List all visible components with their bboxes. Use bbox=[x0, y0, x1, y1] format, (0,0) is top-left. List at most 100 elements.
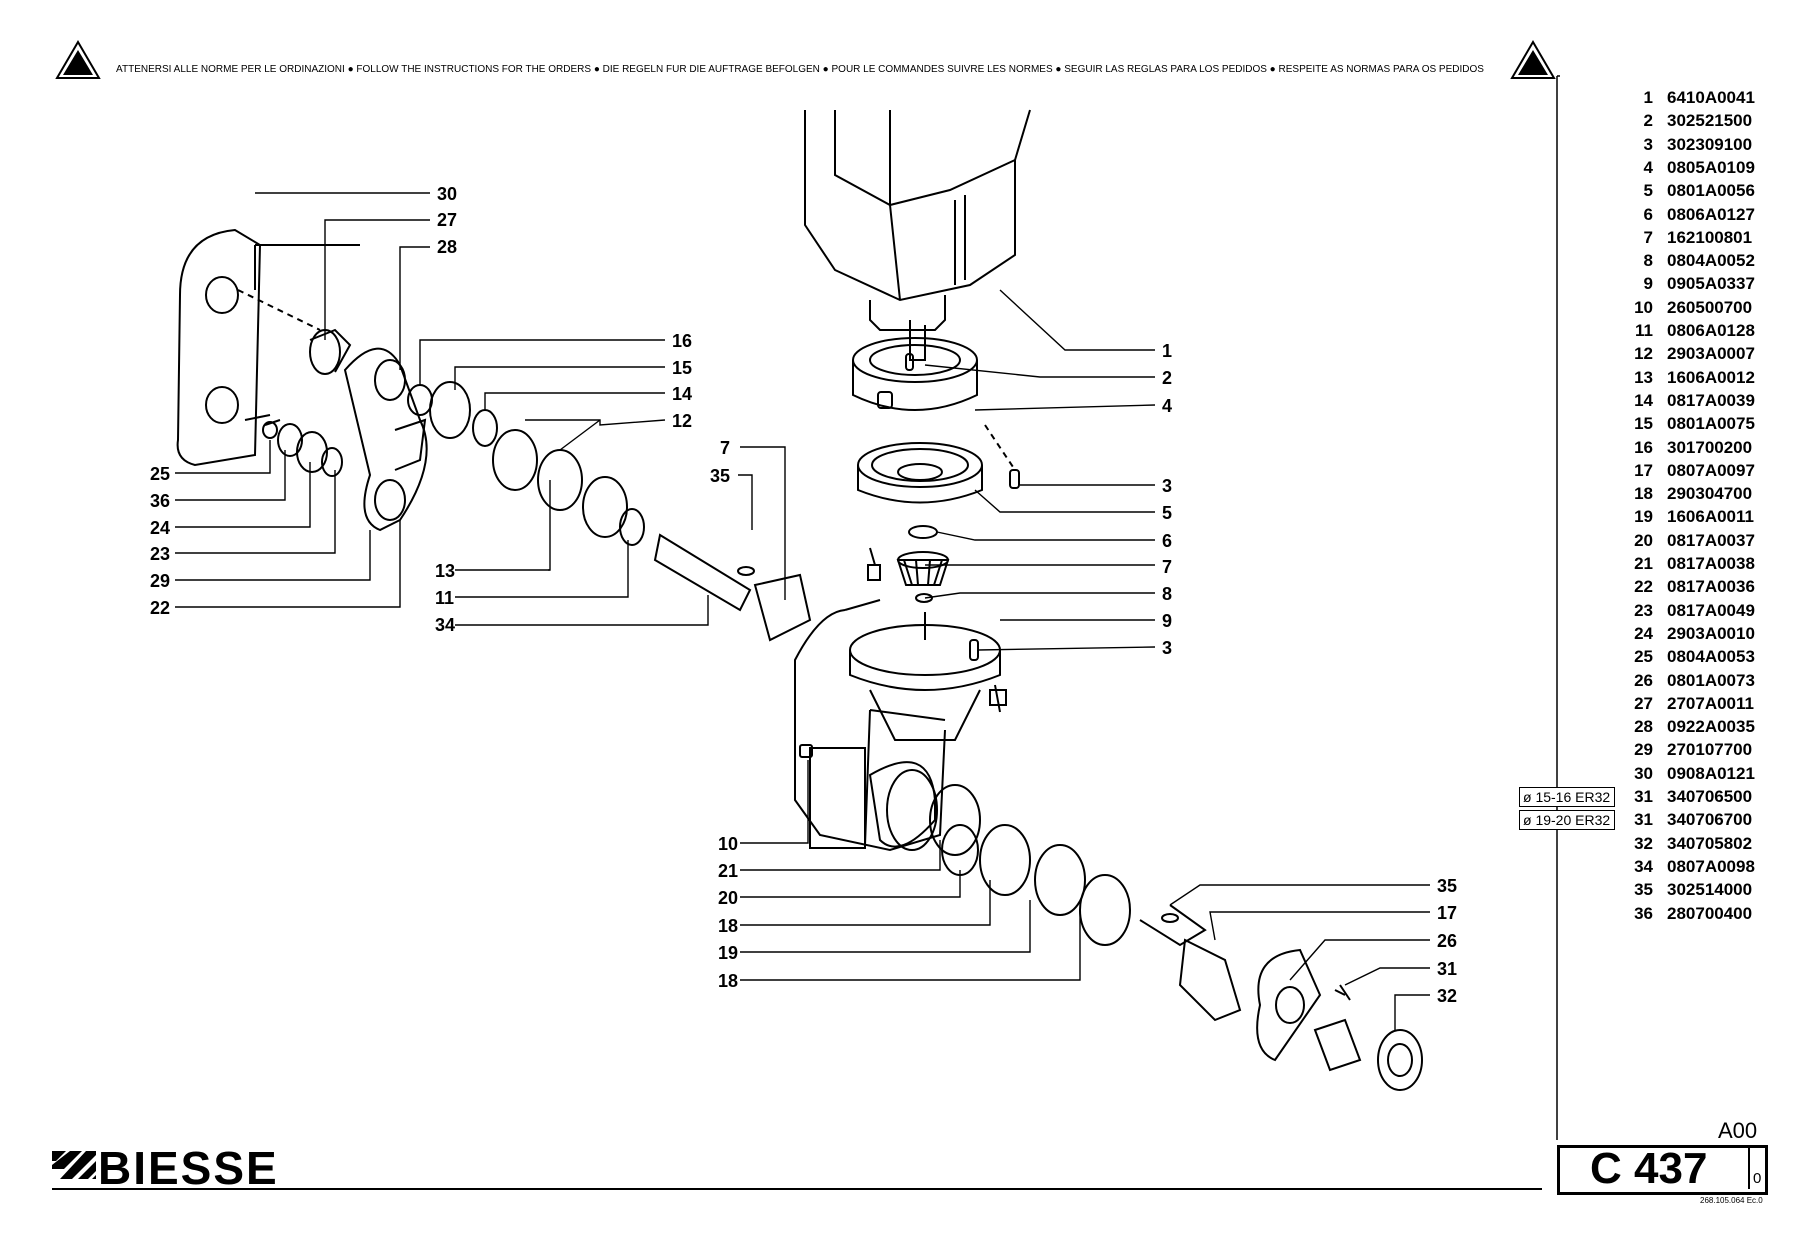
part-position: 10 bbox=[1634, 297, 1653, 317]
part-number: 270107700 bbox=[1667, 740, 1753, 760]
callout: 3 bbox=[1162, 638, 1172, 658]
part-number: 0807A0098 bbox=[1667, 856, 1755, 876]
callout: 5 bbox=[1162, 503, 1172, 523]
part-position: 7 bbox=[1643, 227, 1653, 247]
callout: 34 bbox=[435, 615, 455, 635]
exploded-view-drawing: 30 27 28 25 36 24 23 29 22 16 15 14 12 7… bbox=[150, 75, 1560, 1140]
parts-row: 23 0817A0049 bbox=[1557, 601, 1800, 623]
output-bearing-stack bbox=[929, 784, 1423, 1091]
part-position: 29 bbox=[1634, 740, 1653, 760]
part-position: 9 bbox=[1643, 274, 1653, 294]
part-variant-tag: ø 19-20 ER32 bbox=[1519, 810, 1615, 831]
part-number: 2903A0007 bbox=[1667, 344, 1755, 364]
part-position: 22 bbox=[1634, 577, 1653, 597]
part-number: 0806A0128 bbox=[1667, 321, 1755, 340]
part-number: 340706700 bbox=[1667, 810, 1753, 830]
callout: 6 bbox=[1162, 531, 1172, 551]
part-position: 24 bbox=[1634, 623, 1653, 643]
parts-row: 24 2903A0010 bbox=[1557, 624, 1800, 646]
callout: 14 bbox=[672, 384, 692, 404]
part-number: 302521500 bbox=[1667, 111, 1753, 131]
part-number: 280700400 bbox=[1667, 903, 1753, 923]
part-number: 2707A0011 bbox=[1667, 693, 1754, 713]
part-position: 6 bbox=[1643, 204, 1653, 224]
part-number: 0804A0053 bbox=[1667, 647, 1755, 667]
bevel-gear-upper bbox=[867, 525, 950, 603]
callout: 4 bbox=[1162, 396, 1172, 416]
table-code-box: C 437 bbox=[1557, 1144, 1768, 1195]
part-number: 0805A0109 bbox=[1667, 157, 1755, 177]
part-position: 12 bbox=[1634, 344, 1653, 364]
document-number: 268.105.064 Ec.0 bbox=[1700, 1196, 1763, 1205]
brand-logo: BIESSE bbox=[52, 1142, 277, 1194]
callout: 8 bbox=[1162, 584, 1172, 604]
callout: 26 bbox=[1437, 931, 1457, 951]
part-number: 2903A0010 bbox=[1667, 623, 1755, 643]
callout: 7 bbox=[1162, 557, 1172, 577]
part-position: 32 bbox=[1634, 833, 1653, 853]
callout: 16 bbox=[672, 331, 692, 351]
callout: 9 bbox=[1162, 611, 1172, 631]
callout: 23 bbox=[150, 544, 170, 564]
part-position: 28 bbox=[1634, 717, 1653, 737]
leader-lines bbox=[175, 192, 1430, 1030]
part-number: 0804A0052 bbox=[1667, 251, 1755, 271]
part-number: 0905A0337 bbox=[1667, 274, 1755, 294]
part-number: 0807A0097 bbox=[1667, 460, 1755, 480]
callout: 7 bbox=[720, 438, 730, 458]
part-number: 0801A0075 bbox=[1667, 414, 1755, 434]
part-number: 1606A0011 bbox=[1667, 507, 1754, 527]
part-position: 36 bbox=[1634, 903, 1653, 923]
callout: 15 bbox=[672, 358, 692, 378]
part-position: 23 bbox=[1634, 600, 1653, 620]
part-number: 0817A0049 bbox=[1667, 600, 1755, 620]
part-number: 0817A0037 bbox=[1667, 530, 1755, 550]
parts-row: 31 340706700 ø 19-20 ER32 bbox=[1519, 810, 1800, 832]
part-position: 20 bbox=[1634, 530, 1653, 550]
callout: 20 bbox=[718, 888, 738, 908]
angle-head-housing bbox=[794, 599, 1007, 852]
part-number: 1606A0012 bbox=[1667, 367, 1755, 387]
bottom-rule bbox=[52, 1188, 1542, 1190]
part-position: 34 bbox=[1634, 856, 1653, 876]
order-instructions: ATTENERSI ALLE NORME PER LE ORDINAZIONI … bbox=[116, 64, 1484, 75]
callout: 31 bbox=[1437, 959, 1457, 979]
part-number: 6410A0041 bbox=[1667, 88, 1755, 107]
part-number: 301700200 bbox=[1667, 437, 1753, 457]
part-position: 31 bbox=[1634, 810, 1653, 830]
part-position: 27 bbox=[1634, 693, 1653, 713]
part-position: 15 bbox=[1634, 414, 1653, 434]
parts-row: 36 280700400 bbox=[1557, 904, 1800, 926]
part-number: 0806A0127 bbox=[1667, 204, 1755, 224]
callout: 18 bbox=[718, 916, 738, 936]
part-number: 162100801 bbox=[1667, 227, 1753, 247]
callout: 29 bbox=[150, 571, 170, 591]
callout: 35 bbox=[710, 466, 730, 486]
parts-row: 9 0905A0337 bbox=[1557, 274, 1800, 296]
parts-row: 15 0801A0075 bbox=[1557, 414, 1800, 436]
part-position: 19 bbox=[1634, 507, 1653, 527]
part-number: 260500700 bbox=[1667, 297, 1753, 317]
part-number: 302514000 bbox=[1667, 880, 1753, 900]
part-number: 290304700 bbox=[1667, 484, 1753, 504]
part-position: 13 bbox=[1634, 367, 1653, 387]
part-position: 18 bbox=[1634, 484, 1653, 504]
part-position: 3 bbox=[1643, 134, 1653, 154]
part-position: 5 bbox=[1643, 181, 1653, 201]
brand-name: BIESSE bbox=[98, 1142, 279, 1194]
callout-numbers: 30 27 28 25 36 24 23 29 22 16 15 14 12 7… bbox=[150, 184, 1457, 1006]
part-position: 26 bbox=[1634, 670, 1653, 690]
callout: 11 bbox=[435, 588, 454, 608]
callout: 35 bbox=[1437, 876, 1457, 896]
